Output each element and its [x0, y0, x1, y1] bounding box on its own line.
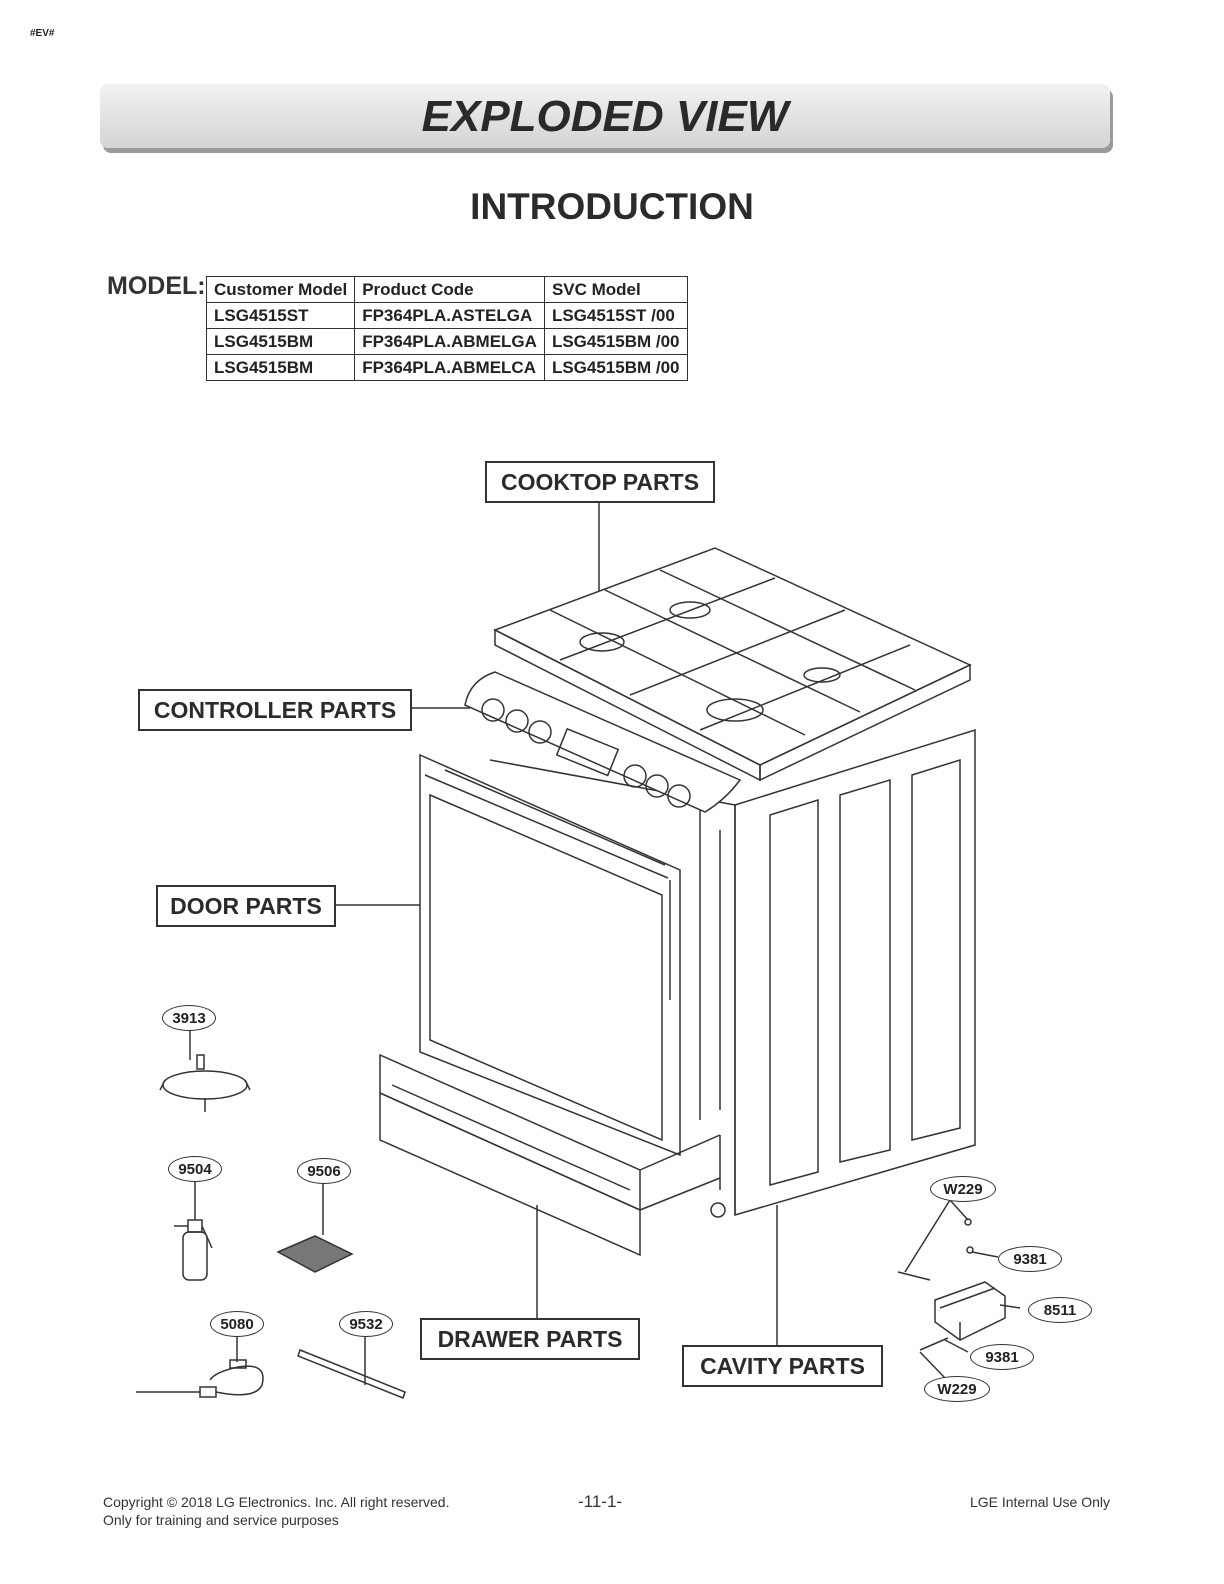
table-cell: FP364PLA.ABMELGA — [354, 328, 545, 355]
part-number-9381-bottom: 9381 — [970, 1344, 1034, 1370]
page-title: EXPLODED VIEW — [421, 92, 789, 141]
footer-usage: LGE Internal Use Only — [969, 1494, 1110, 1510]
part-number-9532: 9532 — [339, 1311, 393, 1337]
title-banner: EXPLODED VIEW — [100, 84, 1110, 148]
header-svc-model: SVC Model — [543, 276, 688, 303]
table-cell: LSG4515BM — [205, 328, 356, 355]
table-row: LSG4515BM FP364PLA.ABMELCA LSG4515BM /00 — [205, 354, 688, 381]
callout-door-parts: DOOR PARTS — [156, 885, 336, 927]
part-number-w229-bottom: W229 — [924, 1376, 990, 1402]
table-cell: FP364PLA.ASTELGA — [354, 302, 545, 329]
cleaning-pad-illustration — [276, 1235, 354, 1273]
header-customer-model: Customer Model — [205, 276, 356, 303]
part-number-8511: 8511 — [1028, 1297, 1092, 1323]
table-row: LSG4515ST FP364PLA.ASTELGA LSG4515ST /00 — [205, 302, 688, 329]
part-number-5080: 5080 — [210, 1311, 264, 1337]
table-row: LSG4515BM FP364PLA.ABMELGA LSG4515BM /00 — [205, 328, 688, 355]
table-cell: LSG4515BM — [205, 354, 356, 381]
page-number: -11-1- — [578, 1492, 623, 1511]
part-number-3913: 3913 — [162, 1005, 216, 1031]
model-table: Customer Model Product Code SVC Model LS… — [205, 276, 688, 381]
leader-lines — [189, 500, 1021, 1385]
table-cell: LSG4515ST — [205, 302, 356, 329]
part-number-9506: 9506 — [297, 1158, 351, 1184]
controller-illustration — [464, 671, 742, 813]
footer-purpose: Only for training and service purposes — [103, 1512, 339, 1528]
footer-copyright: Copyright © 2018 LG Electronics. Inc. Al… — [103, 1494, 450, 1510]
section-title: INTRODUCTION — [470, 186, 754, 227]
cooktop-illustration — [493, 547, 972, 782]
callout-cooktop-parts: COOKTOP PARTS — [485, 461, 715, 503]
wok-ring-illustration — [159, 1054, 251, 1112]
callout-cavity-parts: CAVITY PARTS — [682, 1345, 883, 1387]
part-number-9504: 9504 — [168, 1156, 222, 1182]
anti-tip-bracket-illustration — [897, 1218, 1006, 1351]
table-cell: LSG4515BM /00 — [543, 354, 688, 381]
cavity-illustration — [489, 728, 976, 1216]
drawer-illustration — [379, 1053, 726, 1257]
part-number-w229-top: W229 — [930, 1176, 996, 1202]
document-tag: #EV# — [30, 28, 55, 39]
part-number-9381-top: 9381 — [998, 1246, 1062, 1272]
model-label: MODEL: — [107, 272, 206, 300]
table-cell: LSG4515ST /00 — [543, 302, 688, 329]
callout-controller-parts: CONTROLLER PARTS — [138, 689, 412, 731]
header-product-code: Product Code — [354, 276, 545, 303]
door-illustration — [419, 753, 681, 1157]
table-cell: FP364PLA.ABMELCA — [354, 354, 545, 381]
meat-probe-illustration — [136, 1359, 264, 1398]
rack-guide-illustration — [297, 1349, 406, 1399]
spray-bottle-illustration — [174, 1212, 213, 1281]
callout-drawer-parts: DRAWER PARTS — [420, 1318, 640, 1360]
table-header-row: Customer Model Product Code SVC Model — [205, 276, 688, 303]
